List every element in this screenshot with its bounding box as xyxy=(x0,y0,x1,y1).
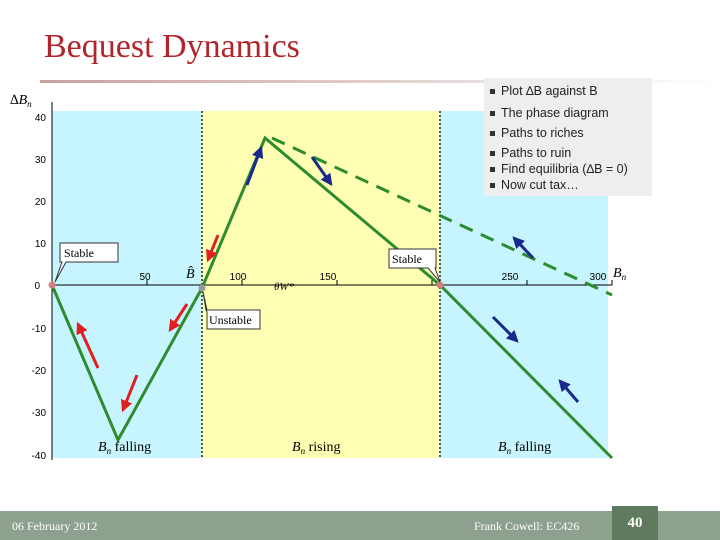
bullet-text: Paths to riches xyxy=(501,126,584,140)
y-tick-label: 20 xyxy=(35,197,47,208)
bullet-item: Now cut tax… xyxy=(490,175,646,195)
ruin-arrow xyxy=(205,234,220,263)
bullet-square-icon xyxy=(490,111,495,117)
footer-author: Frank Cowell: EC426 xyxy=(474,519,580,533)
region-label-rising: Bn rising xyxy=(292,440,340,456)
bullet-text: The phase diagram xyxy=(501,106,609,120)
footer-bar: 06 February 2012 Frank Cowell: EC426 xyxy=(0,511,720,540)
x-tick-label: 50 xyxy=(139,272,151,283)
x-tick-label: 250 xyxy=(502,272,519,283)
x-tick-label: 300 xyxy=(590,272,607,283)
ruin-arrow xyxy=(76,321,100,369)
bullet-item: Plot ∆B against B xyxy=(490,81,646,101)
bullet-item: Paths to riches xyxy=(490,123,646,143)
y-tick-label: -20 xyxy=(32,366,47,377)
x-tick-label: 150 xyxy=(320,272,337,283)
phase-curve xyxy=(50,135,614,460)
b-hat-label: B̂ xyxy=(186,266,195,282)
page-number-box: 40 xyxy=(612,506,658,540)
bullet-square-icon xyxy=(490,89,495,95)
region-label-falling-right: Bn falling xyxy=(498,440,551,456)
x-axis-label: Bn xyxy=(613,266,627,282)
bullet-square-icon xyxy=(490,183,495,189)
bullet-text: Find equilibria (∆B = 0) xyxy=(501,162,628,176)
stable-left-label: Stable xyxy=(64,246,94,260)
riches-arrow xyxy=(310,156,333,186)
y-tick-label: -10 xyxy=(32,324,47,335)
shifted-curve-dashed xyxy=(271,136,613,297)
footer-date: 06 February 2012 xyxy=(12,519,98,533)
y-tick-label: -40 xyxy=(32,451,47,462)
equilibrium-zero xyxy=(48,281,56,289)
equilibrium-stable xyxy=(436,281,444,289)
bullet-list: Plot ∆B against B The phase diagram Path… xyxy=(484,78,652,196)
w-star-label: θW* xyxy=(274,281,295,293)
riches-arrow xyxy=(245,145,264,186)
bullet-text: Paths to ruin xyxy=(501,146,572,160)
bullet-text: Plot ∆B against B xyxy=(501,84,598,98)
riches-arrow xyxy=(558,379,580,403)
bullet-square-icon xyxy=(490,131,495,137)
y-tick-label: 0 xyxy=(34,281,40,292)
bullet-item: Find equilibria (∆B = 0) xyxy=(490,159,646,179)
page-number: 40 xyxy=(627,515,643,531)
ruin-arrow xyxy=(120,374,139,413)
y-tick-label: 40 xyxy=(35,113,47,124)
y-tick-label: 10 xyxy=(35,239,47,250)
riches-arrow xyxy=(512,236,535,260)
region-label-falling-left: Bn falling xyxy=(98,440,151,456)
riches-arrow xyxy=(491,315,519,343)
y-tick-label: -30 xyxy=(32,408,47,419)
slide-title: Bequest Dynamics xyxy=(44,28,300,65)
y-axis-label: ∆Bn xyxy=(10,93,32,109)
equilibrium-unstable xyxy=(198,284,206,292)
stable-right-label: Stable xyxy=(392,252,422,266)
bullet-item: The phase diagram xyxy=(490,103,646,123)
bullet-item: Paths to ruin xyxy=(490,143,646,163)
stable-left-callout: Stable xyxy=(54,242,119,283)
bullet-text: Now cut tax… xyxy=(501,178,579,192)
unstable-label: Unstable xyxy=(209,313,252,327)
y-tick-label: 30 xyxy=(35,155,47,166)
title-divider xyxy=(40,80,720,83)
bullet-square-icon xyxy=(490,167,495,173)
ruin-arrow xyxy=(168,303,189,333)
bullet-square-icon xyxy=(490,151,495,157)
x-tick-label: 100 xyxy=(230,272,247,283)
stable-right-callout: Stable xyxy=(388,248,441,283)
unstable-callout: Unstable xyxy=(202,291,261,330)
